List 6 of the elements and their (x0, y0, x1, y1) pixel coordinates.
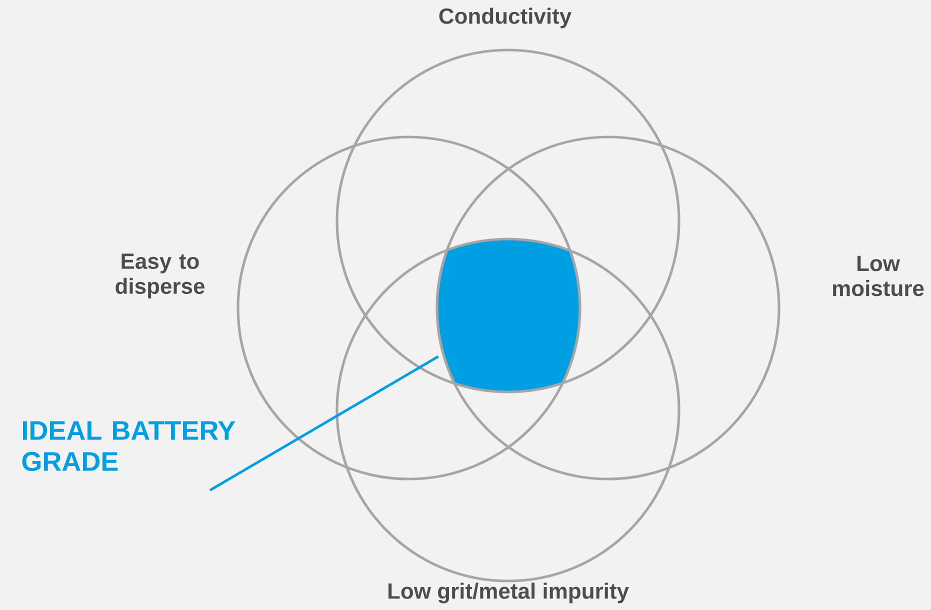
circle-label: Easy to disperse (116, 254, 204, 298)
callout-text: IDEAL BATTERY GRADE (22, 421, 236, 472)
circle-label: Low grit/metal impurity (388, 582, 629, 604)
circle-label: Low moisture (833, 256, 924, 296)
circle-label: Conductivity (439, 8, 572, 28)
leader-line (209, 355, 439, 492)
